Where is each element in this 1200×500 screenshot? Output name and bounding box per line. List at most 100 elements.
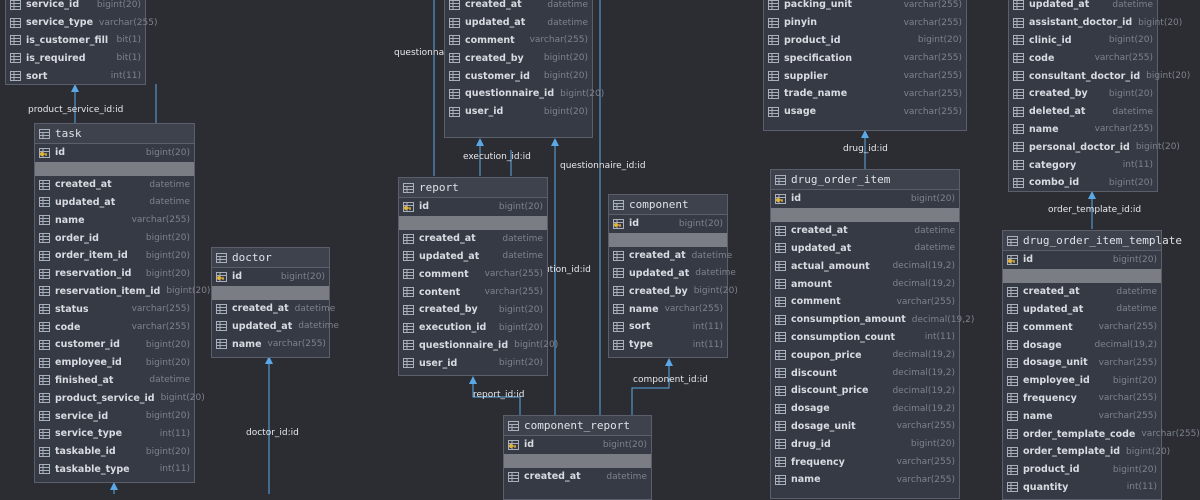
table-header[interactable]: doctor: [212, 248, 329, 268]
table-header[interactable]: drug_order_item_template: [1003, 231, 1182, 251]
table-header[interactable]: task: [35, 124, 194, 144]
table-header[interactable]: component: [609, 195, 727, 215]
table-header[interactable]: report: [399, 178, 547, 198]
table-header[interactable]: drug_order_item: [771, 170, 959, 190]
table-header[interactable]: component_report: [504, 416, 651, 436]
